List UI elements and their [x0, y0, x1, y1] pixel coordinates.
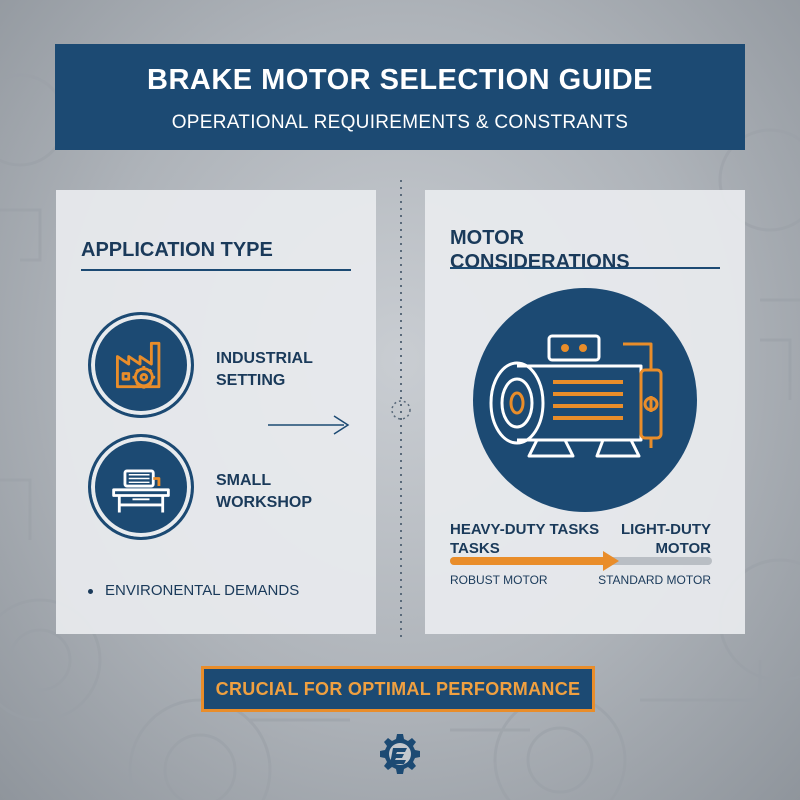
heavy-duty-label: HEAVY-DUTY TASKS TASKS	[450, 521, 600, 557]
duty-scale-fill	[450, 557, 607, 565]
light-duty-label: LIGHT-DUTY MOTOR	[621, 521, 711, 557]
small-workshop-icon-circle	[88, 434, 194, 540]
motor-considerations-panel: MOTOR CONSIDERATIONS	[425, 190, 745, 634]
standard-motor-label: STANDARD MOTOR	[598, 573, 711, 587]
small-workshop-label: SMALL WORKSHOP	[216, 472, 312, 511]
application-type-panel: APPLICATION TYPE INDUSTRIAL SETTING	[56, 190, 376, 634]
application-type-title: APPLICATION TYPE	[81, 239, 273, 261]
page-title: BRAKE MOTOR SELECTION GUIDE	[147, 64, 653, 96]
header-banner: BRAKE MOTOR SELECTION GUIDE OPERATIONAL …	[55, 44, 745, 150]
performance-callout: CRUCIAL FOR OPTIMAL PERFORMANCE	[201, 666, 595, 712]
bullet-dot	[88, 588, 93, 594]
workbench-machine-icon	[112, 469, 170, 513]
duty-scale-arrow-icon	[603, 551, 619, 571]
industrial-setting-label: INDUSTRIAL SETTING	[216, 350, 313, 389]
divider-node-icon	[391, 400, 411, 420]
environmental-demands-label: ENVIRONENTAL DEMANDS	[105, 582, 300, 599]
electric-motor-icon	[489, 334, 663, 458]
gear-e-logo-icon	[380, 734, 420, 774]
robust-motor-label: ROBUST MOTOR	[450, 573, 548, 587]
title-underline	[450, 267, 720, 269]
environmental-demands-item: ENVIRONENTAL DEMANDS	[88, 582, 299, 599]
title-underline	[81, 269, 351, 271]
industrial-setting-icon-circle	[88, 312, 194, 418]
motor-icon-circle	[473, 288, 697, 512]
factory-gear-icon	[116, 341, 161, 389]
page-subtitle: OPERATIONAL REQUIREMENTS & CONSTRANTS	[171, 112, 629, 133]
flow-arrow-icon	[268, 415, 350, 435]
